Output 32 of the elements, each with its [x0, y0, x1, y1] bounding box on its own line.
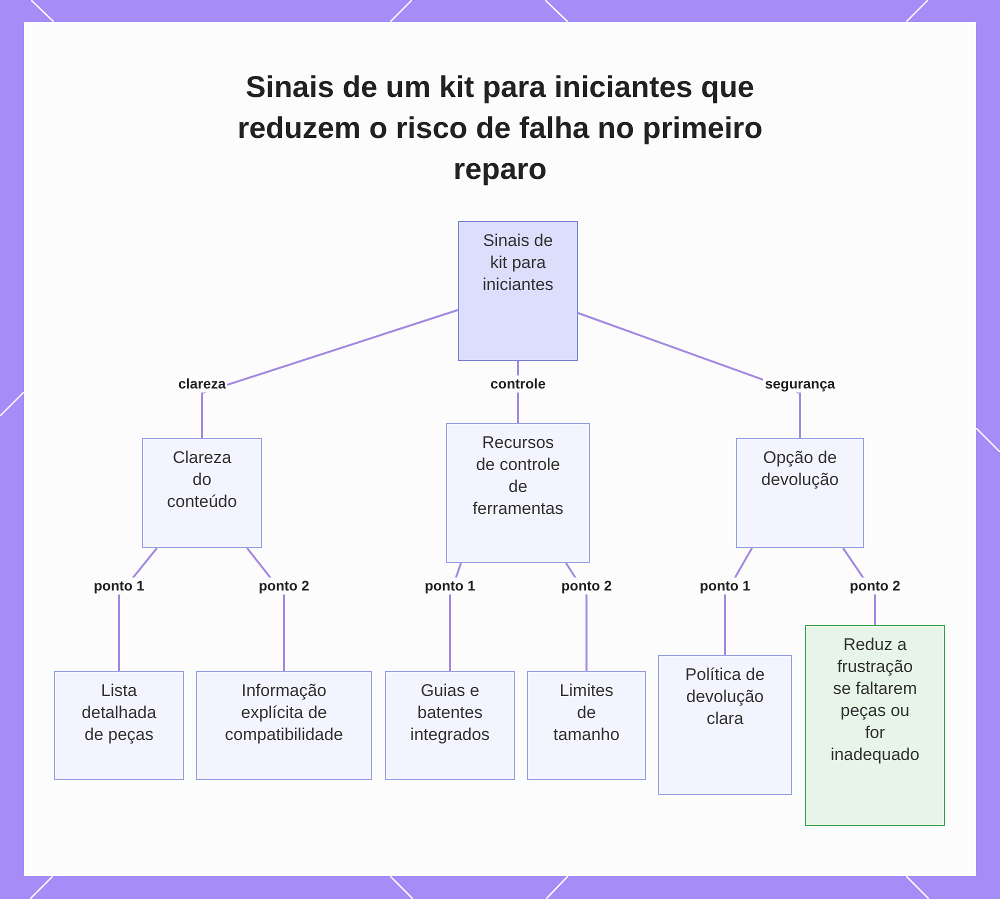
- edge-label: controle: [488, 376, 548, 392]
- process-box: [446, 423, 590, 563]
- node-label: Política de devolução clara: [685, 664, 765, 730]
- process-box: [54, 671, 184, 780]
- edge-label: clareza: [176, 376, 228, 392]
- node-label: Clareza do conteúdo: [166, 447, 238, 513]
- node-label: Informação explícita de compatibilidade: [224, 680, 344, 746]
- node-label: Lista detalhada de peças: [80, 680, 158, 746]
- edge-label: ponto 2: [559, 578, 614, 594]
- edge-label: ponto 2: [848, 578, 902, 594]
- edge-label: ponto 2: [256, 578, 312, 594]
- process-box: [458, 221, 578, 361]
- edge-label: ponto 1: [92, 578, 146, 594]
- connector-line: [201, 309, 458, 438]
- node-label: Opção de devolução: [760, 447, 840, 491]
- node-label: Sinais de kit para iniciantes: [482, 230, 554, 296]
- edge-label: ponto 1: [698, 578, 752, 594]
- connector-line: [578, 312, 801, 438]
- process-box: [142, 438, 262, 548]
- node-label: Reduz a frustração se faltarem peças ou for inadequado: [830, 634, 920, 766]
- node-label: Recursos de controle de ferramentas: [472, 432, 564, 520]
- edge-label: ponto 1: [422, 578, 478, 594]
- node-label: Limites de tamanho: [552, 680, 621, 746]
- diagram-title: Sinais de um kit para iniciantes que reduzem o risco de falha no primeiro reparo: [236, 70, 764, 188]
- process-box: [196, 671, 372, 780]
- process-box: [658, 655, 792, 795]
- process-box: [385, 671, 515, 780]
- process-box: [805, 625, 945, 826]
- process-box: [736, 438, 864, 548]
- node-label: Guias e batentes integrados: [409, 680, 491, 746]
- edge-label: segurança: [762, 376, 838, 392]
- process-box: [527, 671, 646, 780]
